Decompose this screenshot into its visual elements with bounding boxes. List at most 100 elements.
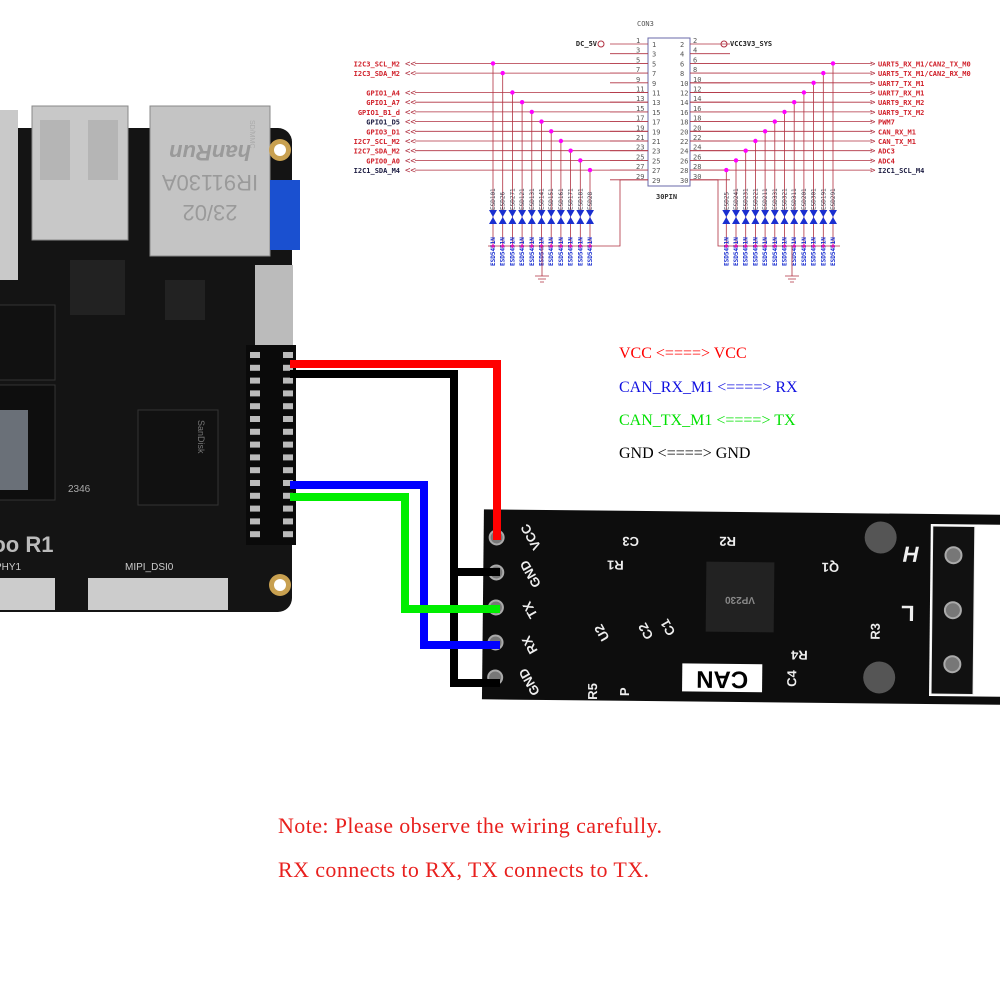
esd-ref: ESD131 xyxy=(529,188,536,210)
signal-label: UART9_RX_M2 xyxy=(878,99,924,107)
svg-text:C1: C1 xyxy=(657,617,678,639)
pin-number: 26 xyxy=(680,157,688,165)
signal-label: UART7_RX_M1 xyxy=(878,90,924,98)
pin-number: 13 xyxy=(652,99,660,107)
power-terminal xyxy=(597,40,605,48)
esd-part: ESD5451N xyxy=(500,237,507,266)
esd-ref: ESD25 xyxy=(723,192,730,210)
pin-number: 17 xyxy=(636,115,644,123)
pin-number: 6 xyxy=(693,56,697,64)
signal-label: I2C3_SCL_M2 xyxy=(354,60,400,68)
svg-text:2346: 2346 xyxy=(68,484,91,495)
off-page-connector-icon: << xyxy=(405,166,416,176)
pin-number: 7 xyxy=(636,66,640,74)
esd-diode-icon xyxy=(761,210,770,224)
svg-text:H: H xyxy=(902,542,919,567)
esd-part: ESD5451N xyxy=(548,237,555,266)
pin-number: 16 xyxy=(693,105,701,113)
board-name: toо R1 xyxy=(0,532,53,557)
junction-dot xyxy=(578,158,583,163)
off-page-connector-icon: > xyxy=(870,98,876,108)
esd-ref: ESD211 xyxy=(762,188,769,210)
signal-label: I2C3_SDA_M2 xyxy=(354,70,400,78)
junction-dot xyxy=(558,138,564,144)
pin-number: 29 xyxy=(652,177,660,185)
gnd-wire xyxy=(290,370,500,687)
header-pin xyxy=(283,403,293,410)
esd-diode-icon xyxy=(790,210,799,224)
svg-text:Q1: Q1 xyxy=(822,560,839,575)
pin-number: 24 xyxy=(693,144,701,152)
esd-ref: ESD101 xyxy=(490,188,497,210)
off-page-connector-icon: > xyxy=(870,108,876,118)
pin-number: 6 xyxy=(680,60,684,68)
esd-part: ESD5451N xyxy=(743,237,750,266)
svg-text:R3: R3 xyxy=(868,623,883,640)
junction-dot xyxy=(772,119,777,124)
mipi-dsi-connector xyxy=(88,578,228,610)
esd-diode-icon xyxy=(741,210,750,224)
esd-part: ESD5451N xyxy=(587,237,594,266)
signal-label: UART5_RX_M1/CAN2_TX_M0 xyxy=(878,60,971,68)
signal-label: GPIO3_D1 xyxy=(366,128,400,136)
esd-part: ESD5451N xyxy=(801,237,808,266)
junction-dot xyxy=(792,100,797,105)
off-page-connector-icon: > xyxy=(870,127,876,137)
pin-number: 2 xyxy=(680,41,684,49)
pin-number: 7 xyxy=(652,70,656,78)
pin-number: 9 xyxy=(652,80,656,88)
header-pin xyxy=(250,505,260,512)
signal-label: I2C7_SDA_M2 xyxy=(354,148,400,156)
header-pin xyxy=(283,480,293,486)
ground-icon xyxy=(535,246,549,283)
signal-label: I2C1_SCL_M4 xyxy=(878,167,924,175)
esd-diode-icon xyxy=(809,210,818,224)
off-page-connector-icon: > xyxy=(870,118,876,128)
esd-diode-icon xyxy=(770,210,779,224)
signal-label: GPIO1_B1_d xyxy=(358,109,400,117)
svg-text:IR91130A: IR91130A xyxy=(162,170,259,195)
esd-part: ESD5451N xyxy=(558,237,565,266)
pin-number: 8 xyxy=(680,70,684,78)
pin-number: 4 xyxy=(680,51,684,59)
tx-wire xyxy=(290,493,500,613)
esd-ref: ESD241 xyxy=(733,188,740,210)
esd-ref: ESD161 xyxy=(558,188,565,210)
junction-dot xyxy=(587,167,593,173)
can-logo: CAN xyxy=(696,665,748,693)
pin-number: 1 xyxy=(636,37,640,45)
junction-dot xyxy=(801,90,807,95)
svg-text:hanRun: hanRun xyxy=(169,140,251,165)
svg-text:R2: R2 xyxy=(719,534,736,549)
junction-dot xyxy=(743,148,748,153)
header-pin xyxy=(283,505,293,512)
junction-dot xyxy=(490,61,496,66)
esd-diode-icon xyxy=(566,210,575,224)
pin-number: 13 xyxy=(636,95,644,103)
header-pin xyxy=(250,441,260,448)
svg-text:C3: C3 xyxy=(622,534,639,549)
power-label: DC_5V xyxy=(576,40,598,48)
pin-number: 25 xyxy=(636,153,644,161)
pin-number: 10 xyxy=(693,76,701,84)
header-pin xyxy=(283,377,293,384)
svg-text:SD/MMC: SD/MMC xyxy=(248,120,255,148)
esd-ref: ESD28 xyxy=(587,192,594,210)
signal-label: GPIO1_A7 xyxy=(366,99,400,107)
can-transceiver-chip xyxy=(705,561,775,633)
ground-rail xyxy=(488,179,648,247)
esd-part: ESD5451N xyxy=(529,237,536,266)
pin-number: 23 xyxy=(652,148,660,156)
sd-slot xyxy=(255,265,293,345)
pin-number: 11 xyxy=(652,90,660,98)
off-page-connector-icon: << xyxy=(405,156,416,166)
off-page-connector-icon: > xyxy=(870,89,876,99)
off-page-connector-icon: > xyxy=(870,147,876,157)
header-pin xyxy=(250,377,260,384)
pin-number: 14 xyxy=(680,99,688,107)
pin-number: 21 xyxy=(636,134,644,142)
header-pin xyxy=(250,364,260,371)
signal-label: UART9_TX_M2 xyxy=(878,109,924,117)
esd-part: ESD5451N xyxy=(723,237,730,266)
svg-text:TX: TX xyxy=(519,599,540,621)
